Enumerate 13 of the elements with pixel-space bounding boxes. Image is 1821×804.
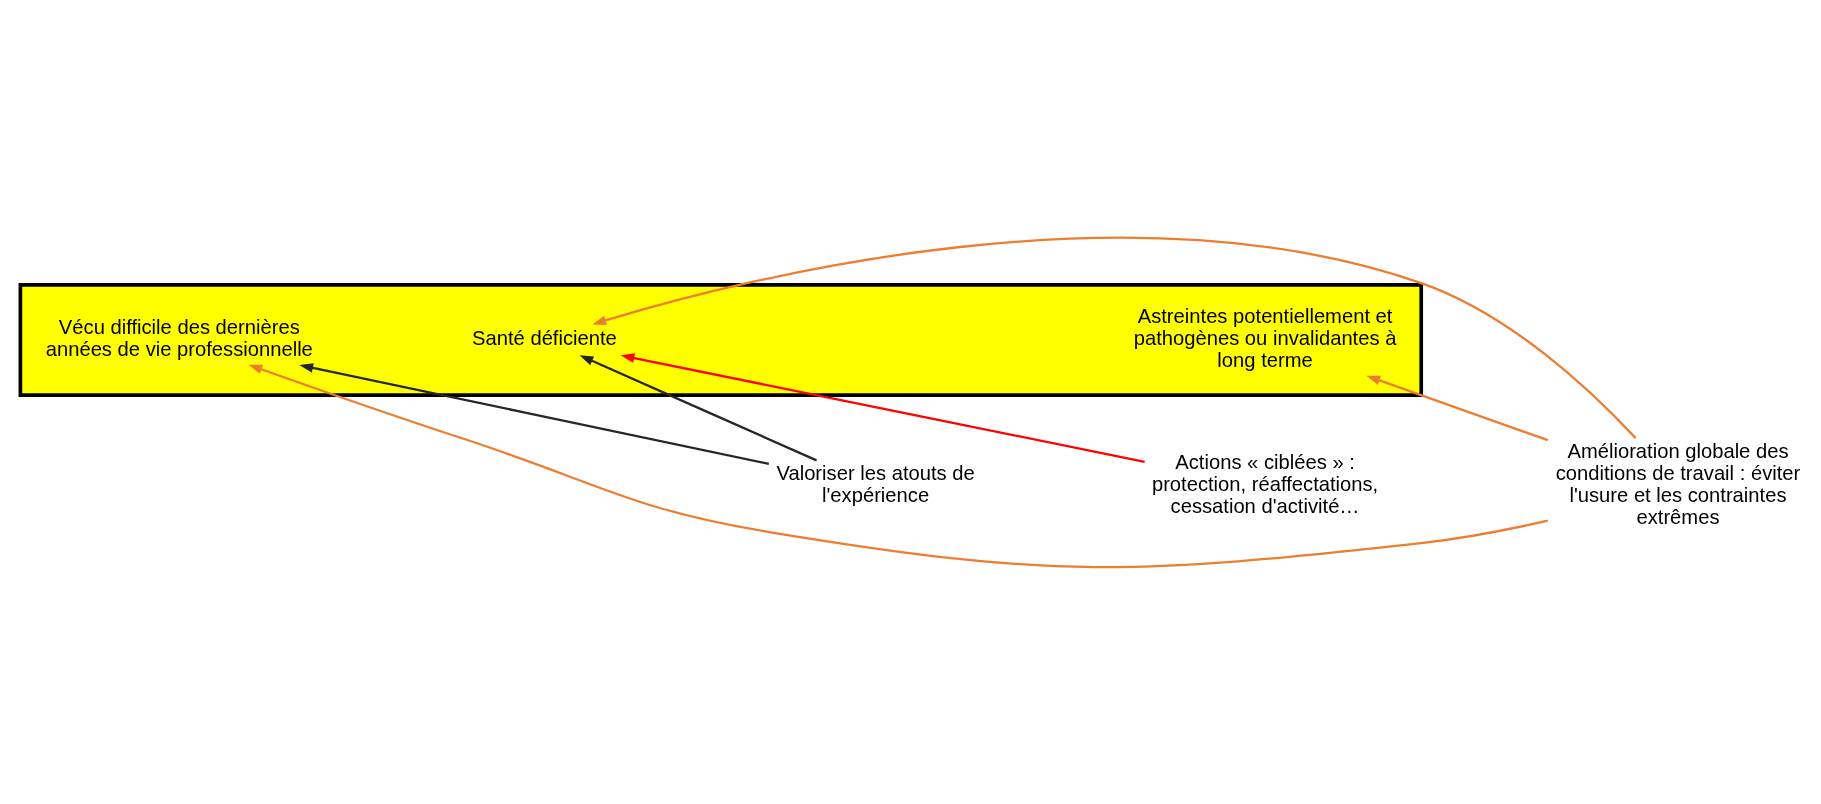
node-text: Santé déficiente	[472, 326, 617, 349]
arrow	[592, 236, 1637, 439]
node-text: Astreintes potentiellement et pathogènes ou invalidantes à long terme	[1133, 304, 1397, 371]
node-text: Actions « ciblées » : protection, réaffectations, cessation d'activité…	[1151, 450, 1379, 517]
arrow	[1366, 375, 1549, 441]
arrow	[620, 352, 1145, 463]
cluster	[18, 282, 1424, 397]
node-text: Amélioration globale des conditions de travail : éviter l'usure et les contraintes extrêmes	[1555, 439, 1801, 528]
arrow	[248, 364, 1549, 568]
arrow	[579, 354, 818, 461]
node-text: Vécu difficile des dernières années de vie professionnelle	[45, 315, 313, 360]
arrow	[299, 362, 770, 465]
node-text: Valoriser les atouts de l'expérience	[776, 461, 975, 506]
